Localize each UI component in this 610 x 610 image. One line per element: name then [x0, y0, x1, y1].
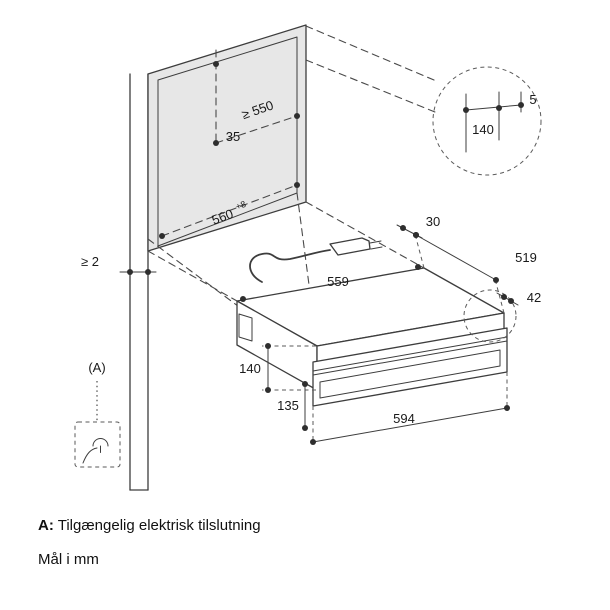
dim-dot	[508, 298, 514, 304]
socket-arc	[92, 438, 109, 447]
dim-dot	[240, 296, 246, 302]
panel-inner-face	[319, 349, 501, 399]
detail-leader-line	[305, 25, 435, 81]
socket-cable-stem	[82, 447, 98, 464]
body-width-label: 559	[327, 274, 349, 289]
dim-dot	[302, 381, 308, 387]
side-gap-dimension: ≥ 2	[81, 254, 157, 275]
niche-width-label-group: 560 +8	[210, 199, 248, 228]
wall-section	[129, 73, 149, 491]
projection-line	[147, 250, 238, 302]
dim-dot	[493, 277, 499, 283]
niche-depth-dashed-line	[215, 115, 298, 144]
dim-dot	[159, 233, 165, 239]
body-depth-label: 519	[515, 250, 537, 265]
body-width-dimension: 559	[240, 264, 421, 302]
front-height-label: 135	[277, 398, 299, 413]
dim-dot	[415, 264, 421, 270]
power-cord	[249, 237, 383, 283]
front-width-label: 594	[393, 411, 415, 426]
niche-width-tolerance-label: +8	[234, 199, 247, 212]
dim-dot	[213, 61, 219, 67]
detail-leader-line	[305, 59, 436, 113]
detail-dim-line	[465, 104, 522, 111]
body-depth-dimension: 519	[413, 232, 537, 314]
detail-circle	[432, 66, 542, 176]
front-width-dimension: 594	[310, 372, 510, 445]
niche-opening: ≥ 550 35 560 +8	[147, 24, 307, 252]
niche-dim-dots	[159, 61, 300, 239]
side-gap-label: ≥ 2	[81, 254, 99, 269]
footnote-a: A: Tilgængelig elektrisk tilslutning	[38, 517, 261, 534]
dim-dot	[265, 387, 271, 393]
footnote-a-text: Tilgængelig elektrisk tilslutning	[57, 517, 261, 534]
power-plug	[329, 237, 371, 256]
dim-dot	[413, 232, 419, 238]
dim-dot	[294, 113, 300, 119]
dim-dot	[518, 102, 524, 108]
dim-dot	[310, 439, 316, 445]
drawer-front-panel	[312, 327, 508, 407]
front-overhang-dim-line	[496, 292, 519, 306]
front-overhang-label: 42	[527, 290, 541, 305]
detail-depth-label: 140	[472, 122, 494, 137]
handle-groove-line	[312, 340, 508, 376]
niche-offset-label: 35	[226, 129, 240, 144]
dim-dot	[145, 269, 151, 275]
back-gap-label: 30	[426, 214, 440, 229]
plug-pin	[369, 240, 382, 244]
cord-cable	[249, 249, 331, 283]
extension-line	[414, 233, 425, 269]
handle-groove-line	[312, 336, 508, 372]
niche-width-label: 560	[210, 206, 236, 228]
corner-detail-circle	[463, 289, 517, 343]
body-height-dimension: 140	[239, 343, 316, 393]
extension-line	[494, 278, 505, 314]
top-detail-view: 140 5	[432, 66, 542, 176]
body-height-label: 140	[239, 361, 261, 376]
dim-dot	[400, 225, 406, 231]
connection-dashed-box	[74, 421, 121, 468]
dim-dot	[504, 405, 510, 411]
front-height-dimension: 135	[277, 381, 308, 431]
electrical-connection: (A)	[74, 360, 121, 468]
plug-pin	[370, 246, 383, 250]
body-depth-dim-line	[415, 234, 497, 281]
projection-line	[305, 201, 425, 269]
projection-line	[296, 192, 318, 347]
footnote-units: Mål i mm	[38, 551, 99, 568]
dim-dot	[294, 182, 300, 188]
connection-point-label: (A)	[88, 360, 105, 375]
dim-dot	[127, 269, 133, 275]
dim-dot	[496, 105, 502, 111]
front-width-dim-line	[312, 407, 508, 443]
detail-gap-label: 5	[529, 92, 536, 107]
side-mounting-bracket	[238, 313, 253, 342]
front-overhang-dimension: 42	[463, 289, 541, 343]
footnote-a-prefix: A:	[38, 517, 54, 534]
socket-symbol	[82, 438, 109, 464]
dim-dot	[213, 140, 219, 146]
dim-dot	[501, 294, 507, 300]
dim-dot	[463, 107, 469, 113]
niche-width-dashed-line	[161, 184, 298, 237]
dim-dot	[302, 425, 308, 431]
dim-dot	[265, 343, 271, 349]
